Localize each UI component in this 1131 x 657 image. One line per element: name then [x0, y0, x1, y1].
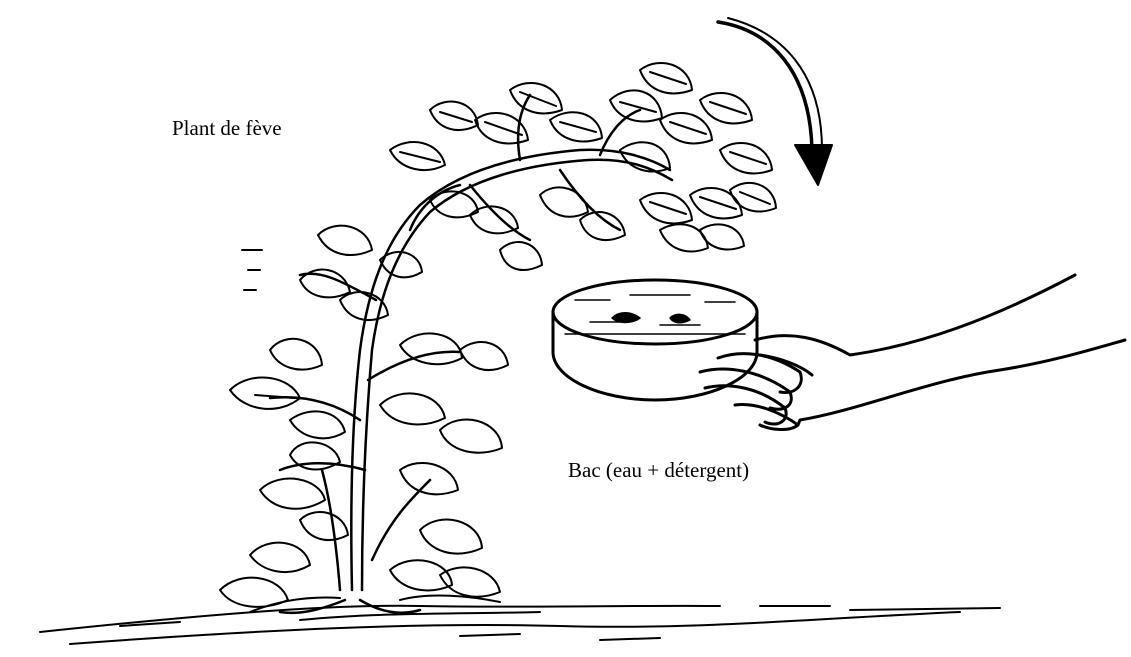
plant-stems — [270, 95, 672, 613]
tray-label: Bac (eau + détergent) — [568, 458, 749, 483]
plant-leaves — [220, 63, 776, 607]
dash-marks — [242, 250, 262, 290]
curved-down-arrow-icon — [718, 18, 832, 185]
plant-label: Plant de fève — [172, 116, 282, 141]
hand-icon — [700, 275, 1125, 430]
ground-lines — [40, 596, 1000, 644]
tray — [553, 280, 757, 400]
